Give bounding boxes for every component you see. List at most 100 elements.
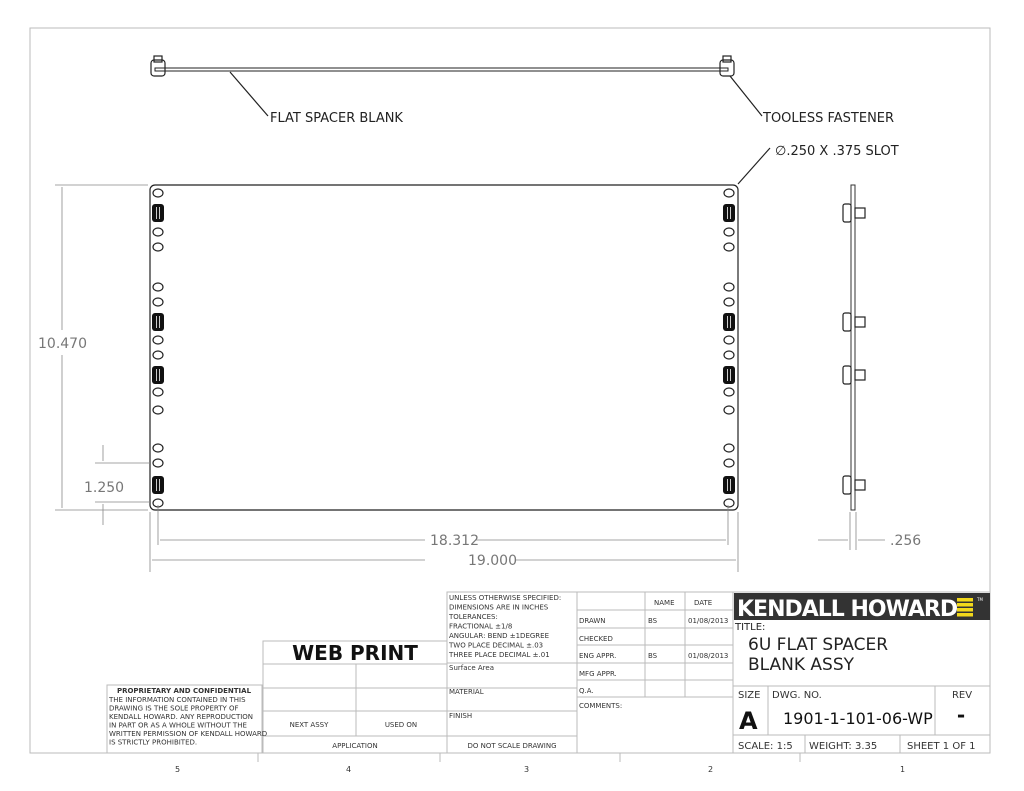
title-line: 6U FLAT SPACER — [748, 635, 888, 655]
application-label: APPLICATION — [332, 742, 377, 750]
tolerance-line: THREE PLACE DECIMAL ±.01 — [448, 651, 550, 659]
dimension-inner-width: 18.312 — [430, 533, 479, 549]
callout-slot: ∅.250 X .375 SLOT — [775, 144, 899, 159]
zone-label: 3 — [524, 765, 529, 774]
zone-label: 2 — [708, 765, 713, 774]
slot-hole — [152, 458, 164, 468]
approval-header: NAME — [654, 599, 675, 607]
dimension-height: 10.470 — [38, 336, 87, 352]
tolerance-line: ANGULAR: BEND ±1DEGREE — [449, 632, 549, 640]
size-label: SIZE — [738, 690, 760, 701]
slot-hole — [152, 335, 164, 345]
fastener-icon — [842, 365, 866, 385]
fastener-icon — [723, 313, 735, 331]
comments-label: COMMENTS: — [579, 702, 622, 710]
approval-role: MFG APPR. — [579, 670, 617, 678]
fastener-icon — [842, 312, 866, 332]
zone-markers — [257, 753, 801, 762]
slot-hole — [152, 405, 164, 415]
title-label: TITLE: — [734, 622, 765, 633]
used-on-label: USED ON — [385, 721, 417, 729]
tolerance-line: TOLERANCES: — [448, 613, 498, 621]
slot-hole — [152, 387, 164, 397]
approval-cell: BS — [648, 617, 658, 625]
proprietary-text: THE INFORMATION CONTAINED IN THIS — [108, 696, 246, 704]
slot-hole — [152, 242, 164, 252]
proprietary-heading: PROPRIETARY AND CONFIDENTIAL — [117, 687, 252, 695]
slot-hole — [152, 282, 164, 292]
slot-hole — [723, 335, 735, 345]
title-block-grid — [106, 591, 991, 754]
size-value: A — [739, 707, 758, 735]
leader-line — [229, 71, 269, 117]
slot-hole — [152, 227, 164, 237]
do-not-scale-label: DO NOT SCALE DRAWING — [467, 742, 556, 750]
fastener-icon — [152, 204, 164, 222]
tolerance-line: FRACTIONAL ±1/8 — [449, 623, 512, 631]
slot-hole — [723, 498, 735, 508]
slot-hole — [152, 443, 164, 453]
slot-hole — [723, 188, 735, 198]
proprietary-text: WRITTEN PERMISSION OF KENDALL HOWARD — [109, 730, 267, 738]
approval-cell: 01/08/2013 — [688, 652, 728, 660]
scale-value: SCALE: 1:5 — [738, 741, 793, 752]
dimension-overall-width: 19.000 — [468, 553, 517, 569]
slot-hole — [152, 350, 164, 360]
fastener-icon — [152, 366, 164, 384]
dimension-lines — [55, 184, 885, 572]
sheet-value: SHEET 1 OF 1 — [907, 741, 976, 752]
approval-header: DATE — [694, 599, 712, 607]
zone-label: 5 — [175, 765, 180, 774]
slot-hole — [723, 297, 735, 307]
slot-hole — [723, 405, 735, 415]
fastener-icon — [150, 55, 166, 77]
proprietary-text: DRAWING IS THE SOLE PROPERTY OF — [109, 705, 239, 713]
approval-role: ENG APPR. — [579, 652, 616, 660]
slot-hole — [152, 297, 164, 307]
next-assy-label: NEXT ASSY — [290, 721, 330, 729]
slot-hole — [723, 458, 735, 468]
tolerance-line: TWO PLACE DECIMAL ±.03 — [448, 642, 543, 650]
slot-hole — [723, 282, 735, 292]
logo-banner — [734, 593, 990, 620]
slot-hole — [723, 242, 735, 252]
slot-hole — [723, 350, 735, 360]
proprietary-text: IS STRICTLY PROHIBITED. — [109, 739, 197, 747]
front-view — [149, 184, 739, 511]
tolerance-line: UNLESS OTHERWISE SPECIFIED: — [449, 594, 561, 602]
slot-hole — [723, 227, 735, 237]
weight-value: WEIGHT: 3.35 — [809, 741, 877, 752]
callout-tooless-fastener: TOOLESS FASTENER — [762, 111, 894, 126]
dwg-no-value: 1901-1-101-06-WP — [783, 709, 933, 728]
zone-label: 1 — [900, 765, 905, 774]
tolerance-line: DIMENSIONS ARE IN INCHES — [449, 604, 549, 612]
slot-hole — [152, 188, 164, 198]
fastener-icon — [723, 366, 735, 384]
dimension-hole-spacing: 1.250 — [84, 480, 124, 496]
fastener-icon — [719, 55, 735, 77]
dimension-thickness: .256 — [890, 533, 921, 549]
title-line: BLANK ASSY — [748, 655, 855, 675]
rev-value: - — [957, 703, 965, 727]
approval-role: Q.A. — [579, 687, 594, 695]
web-print-label: WEB PRINT — [292, 641, 418, 665]
side-view — [842, 184, 866, 511]
approval-role: DRAWN — [579, 617, 606, 625]
proprietary-text: KENDALL HOWARD. ANY REPRODUCTION — [109, 713, 253, 721]
finish-label: FINISH — [449, 712, 472, 720]
fastener-icon — [152, 313, 164, 331]
dwg-no-label: DWG. NO. — [772, 690, 822, 701]
logo-stripes-icon — [957, 598, 973, 617]
approval-cell: BS — [648, 652, 658, 660]
fastener-icon — [842, 203, 866, 223]
leader-line — [729, 75, 763, 117]
material-label: MATERIAL — [449, 688, 484, 696]
surface-area-label: Surface Area — [449, 664, 494, 672]
fastener-icon — [723, 204, 735, 222]
callout-flat-spacer-blank: FLAT SPACER BLANK — [270, 111, 403, 126]
approval-cell: 01/08/2013 — [688, 617, 728, 625]
slot-hole — [723, 387, 735, 397]
rev-label: REV — [952, 690, 972, 701]
fastener-icon — [842, 475, 866, 495]
